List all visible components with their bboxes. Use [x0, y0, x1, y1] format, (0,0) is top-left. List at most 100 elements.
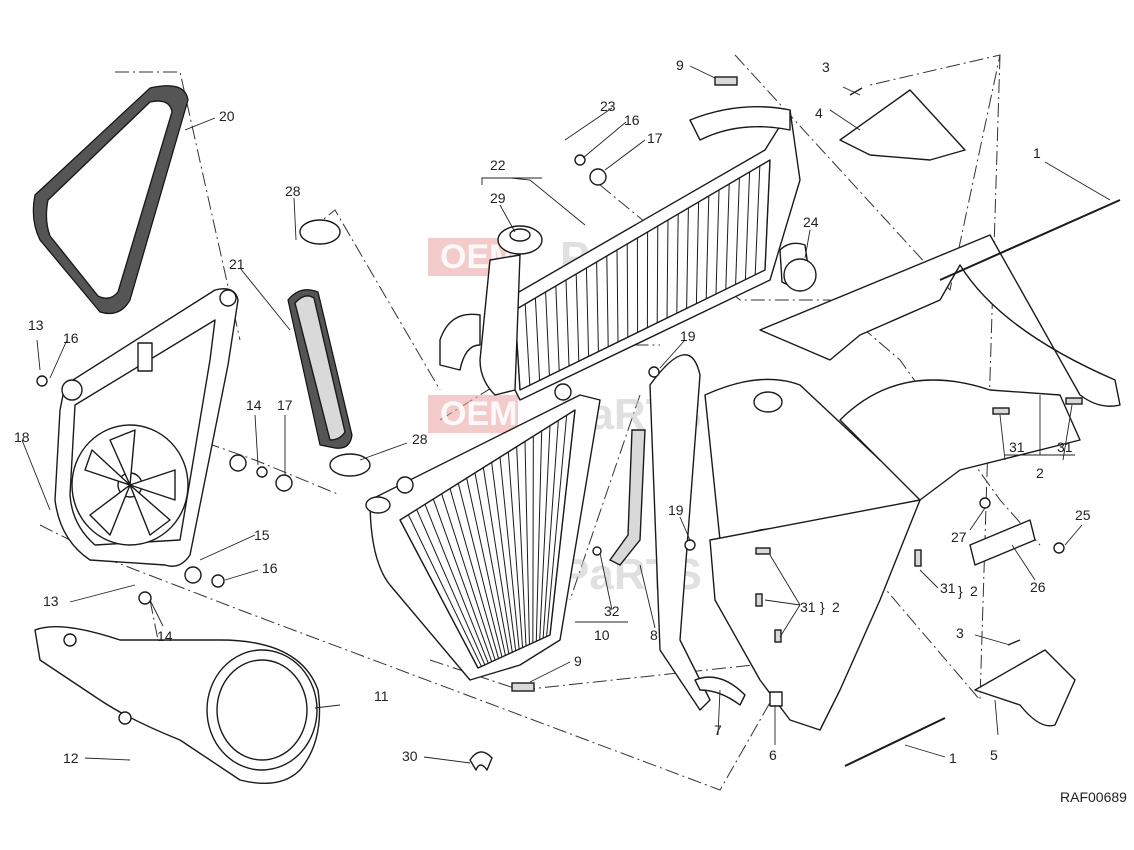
clamp-parts-28: [299, 219, 371, 477]
callout-2: 2: [1036, 465, 1044, 481]
callout-4: 4: [815, 105, 823, 121]
radiator-fin: [705, 195, 710, 299]
radiator-fin: [666, 219, 669, 319]
callout-32: 32: [604, 603, 620, 619]
callout-9: 9: [676, 57, 684, 73]
radiator-fin: [555, 285, 560, 371]
radiator-fin: [575, 273, 580, 362]
callout-1: 1: [949, 750, 957, 766]
radiator-fin: [466, 477, 506, 656]
radiator-fin: [549, 409, 576, 636]
upper-radiator-part-22: [439, 105, 801, 401]
callout-14: 14: [157, 628, 173, 644]
callout-28: 28: [285, 183, 301, 199]
radiator-fin: [449, 488, 500, 659]
radiator-fin: [565, 279, 570, 367]
callout-31: 31: [940, 580, 956, 596]
radiator-fin: [516, 446, 527, 647]
radiator-fin: [725, 183, 730, 290]
callout-11: 11: [374, 688, 389, 704]
lower-radiator-part-10: [365, 383, 601, 681]
brace-right-1: }: [958, 583, 963, 599]
callout-22: 22: [490, 157, 506, 173]
radiator-fin: [399, 519, 479, 669]
radiator-fin: [686, 207, 689, 309]
callout-6: 6: [769, 747, 777, 763]
radiator-fin: [656, 225, 659, 323]
radiator-fin: [542, 420, 559, 639]
callout-29: 29: [490, 190, 506, 206]
rod-parts-1: [844, 199, 1121, 767]
callout-12: 12: [63, 750, 79, 766]
callout-27: 27: [951, 529, 967, 545]
radiator-fin: [534, 297, 541, 381]
cover-part-11: [34, 626, 321, 785]
callout-1: 1: [1033, 145, 1041, 161]
callout-7: 7: [714, 722, 722, 738]
radiator-fin: [482, 467, 513, 653]
watermark-brand-2: OEM: [440, 395, 517, 433]
radiator-fin: [457, 483, 503, 658]
radiator-fin: [507, 451, 524, 648]
radiator-fin: [616, 249, 619, 343]
callout-16: 16: [624, 112, 640, 128]
radiator-fin: [535, 430, 543, 642]
callout-16: 16: [63, 330, 79, 346]
callout-18: 18: [14, 429, 30, 445]
belt-part-20: [32, 85, 189, 315]
callout-31: 31: [1057, 439, 1073, 455]
radiator-fin: [606, 255, 609, 347]
radiator-fin: [539, 425, 551, 640]
radiator-fin: [626, 243, 629, 338]
callout-8: 8: [650, 627, 658, 643]
callout-26: 26: [1030, 579, 1046, 595]
leader-lines: [21, 65, 1111, 764]
radiator-fin: [545, 291, 550, 376]
radiator-fin: [715, 189, 720, 295]
radiator-fin: [585, 267, 590, 357]
callout-19: 19: [680, 328, 696, 344]
callout-15: 15: [254, 527, 270, 543]
expansion-tank-part-2: [704, 234, 1121, 731]
radiator-fin: [524, 441, 530, 645]
radiator-fin: [416, 509, 486, 666]
callout-24: 24: [803, 214, 819, 230]
callout-20: 20: [219, 108, 235, 124]
callout-21: 21: [229, 256, 245, 272]
callout-31: 31: [800, 599, 816, 615]
radiator-fin: [441, 493, 496, 661]
radiator-fin: [754, 165, 761, 275]
radiator-fin: [499, 457, 520, 650]
callout-30: 30: [402, 748, 418, 764]
radiator-fin: [407, 514, 482, 667]
callout-10: 10: [594, 627, 610, 643]
radiator-fin: [676, 213, 679, 314]
radiator-fin: [744, 171, 751, 280]
radiator-fin: [764, 159, 771, 271]
callout-13: 13: [28, 317, 44, 333]
radiator-fin: [432, 498, 493, 662]
fan-part-18: [54, 288, 239, 567]
radiator-fin: [695, 201, 700, 304]
bracket-parts: [839, 89, 1076, 727]
callout-labels: 1 1 2 2 2 3 3 4 5 6 7 8 9 9 10 11 12 13 …: [14, 57, 1091, 766]
callout-14: 14: [246, 397, 262, 413]
callout-17: 17: [647, 130, 663, 146]
callout-5: 5: [990, 747, 998, 763]
reference-code: RAF00689: [1060, 789, 1127, 805]
hose-part-21: [287, 289, 353, 449]
callout-23: 23: [600, 98, 616, 114]
radiator-fin: [424, 504, 489, 664]
small-hardware: [36, 76, 1083, 771]
callout-2: 2: [832, 599, 840, 615]
callout-25: 25: [1075, 507, 1091, 523]
callout-3: 3: [956, 625, 964, 641]
radiator-fin: [474, 472, 510, 654]
radiator-fin: [546, 415, 568, 637]
callout-3: 3: [822, 59, 830, 75]
radiator-fin: [524, 303, 531, 386]
callout-16: 16: [262, 560, 278, 576]
callout-28: 28: [412, 431, 428, 447]
radiator-fin: [596, 261, 599, 352]
